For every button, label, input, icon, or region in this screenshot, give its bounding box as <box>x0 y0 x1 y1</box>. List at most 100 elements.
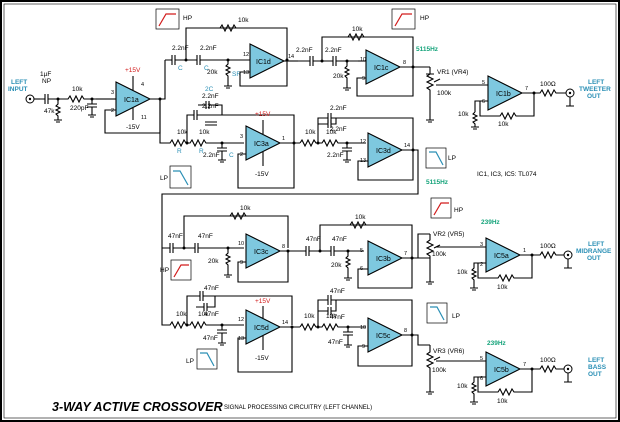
svg-text:+15V: +15V <box>255 298 271 305</box>
svg-text:OUT: OUT <box>587 255 601 262</box>
svg-text:100k: 100k <box>432 251 447 258</box>
svg-text:2: 2 <box>111 108 114 114</box>
svg-text:3: 3 <box>240 134 243 140</box>
svg-text:10k: 10k <box>176 311 187 318</box>
ic1a-vminus: -15V <box>126 124 140 131</box>
ic3b-highpass-stage: 47nF 47nF 10k 20k IC3b 5 6 7 HP 239Hz <box>290 197 501 289</box>
svg-text:47nF: 47nF <box>330 288 345 295</box>
svg-text:12: 12 <box>238 317 244 323</box>
hp-label-1: HP <box>183 15 192 22</box>
ic1c-opamp <box>365 49 402 85</box>
svg-text:11: 11 <box>141 115 147 121</box>
svg-text:2: 2 <box>240 152 243 158</box>
svg-text:8: 8 <box>404 328 407 334</box>
input-stage: LEFT INPUT 1µF NP 47k 10k 220pF IC1a 3 2… <box>8 60 166 134</box>
ic1d-opamp <box>249 43 286 79</box>
svg-text:2.2nF: 2.2nF <box>172 45 189 52</box>
svg-text:LP: LP <box>448 155 456 162</box>
svg-text:2.2nF: 2.2nF <box>325 47 342 54</box>
ic1c-highpass-stage: 2.2nF 2.2nF 10k 20k IC1c 10 9 8 HP 5115H… <box>296 8 439 97</box>
svg-text:10: 10 <box>360 325 366 331</box>
ic5d-opamp <box>245 309 282 345</box>
svg-text:HP: HP <box>420 15 429 22</box>
svg-text:10k: 10k <box>355 214 366 221</box>
svg-text:239Hz: 239Hz <box>481 219 501 226</box>
c1-value: 1µF <box>40 71 51 78</box>
diagram-title: 3-WAY ACTIVE CROSSOVER <box>52 400 223 414</box>
svg-text:20k: 20k <box>331 262 342 269</box>
ic3b-opamp <box>367 240 404 276</box>
svg-text:8: 8 <box>403 60 406 66</box>
ic1a-vplus: +15V <box>125 67 141 74</box>
bass-output-stage: VR3 (VR6) 100k IC5b 5 6 7 10k 10k 100Ω L… <box>425 345 607 405</box>
svg-text:OUT: OUT <box>587 93 601 100</box>
svg-text:20k: 20k <box>333 73 344 80</box>
svg-text:5: 5 <box>482 80 485 86</box>
svg-text:LEFT: LEFT <box>588 79 604 86</box>
ic3c-opamp <box>245 233 282 269</box>
svg-text:IC3c: IC3c <box>254 249 269 256</box>
svg-text:IC5d: IC5d <box>254 325 269 332</box>
r-10k-input: 10k <box>72 86 83 93</box>
svg-text:100Ω: 100Ω <box>540 243 556 250</box>
svg-text:LP: LP <box>160 175 168 182</box>
ic5b-opamp <box>485 351 522 387</box>
svg-text:47nF: 47nF <box>204 285 219 292</box>
svg-text:10k: 10k <box>352 26 363 33</box>
svg-text:2.2nF: 2.2nF <box>327 152 344 159</box>
svg-text:13: 13 <box>243 70 249 76</box>
svg-text:OUT: OUT <box>588 371 602 378</box>
vr3-label: VR3 (VR6) <box>433 348 464 355</box>
svg-text:10k: 10k <box>305 129 316 136</box>
svg-text:5: 5 <box>480 356 483 362</box>
ic1b-opamp <box>487 75 524 111</box>
svg-text:4: 4 <box>141 82 144 88</box>
svg-text:LP: LP <box>186 358 194 365</box>
svg-text:IC5c: IC5c <box>376 333 391 340</box>
svg-text:3: 3 <box>480 242 483 248</box>
svg-text:10k: 10k <box>497 398 508 405</box>
svg-text:10k: 10k <box>199 129 210 136</box>
svg-text:20k: 20k <box>208 258 219 265</box>
svg-text:47nF: 47nF <box>203 335 218 342</box>
svg-text:IC3a: IC3a <box>254 141 269 148</box>
svg-text:6: 6 <box>482 99 485 105</box>
svg-text:R: R <box>177 148 182 155</box>
ic5a-opamp <box>485 237 522 273</box>
svg-text:2.2nF: 2.2nF <box>200 45 217 52</box>
ic3a-opamp <box>245 125 282 161</box>
svg-text:5: 5 <box>360 248 363 254</box>
svg-text:9: 9 <box>240 260 243 266</box>
svg-text:10k: 10k <box>177 129 188 136</box>
lp-badge-3 <box>196 348 218 370</box>
svg-text:TWEETER: TWEETER <box>579 86 611 93</box>
svg-text:12: 12 <box>360 139 366 145</box>
ic3d-lowpass-stage: 10k 10k 2.2nF 2.2nF 2.2nF IC3d 12 13 14 … <box>161 105 537 248</box>
svg-text:1: 1 <box>523 248 526 254</box>
svg-text:10: 10 <box>360 57 366 63</box>
svg-text:100k: 100k <box>437 90 452 97</box>
svg-text:9: 9 <box>362 76 365 82</box>
svg-text:2: 2 <box>480 262 483 268</box>
svg-text:MIDRANGE: MIDRANGE <box>576 248 612 255</box>
svg-text:10k: 10k <box>326 129 337 136</box>
left-input-label-1: LEFT <box>11 79 27 86</box>
midrange-output-stage: VR2 (VR5) 100k IC5a 3 2 1 10k 10k 100Ω L… <box>417 231 612 291</box>
vr2-label: VR2 (VR5) <box>433 231 464 238</box>
ic3a-lowpass-stage: 10k R 10k R 2C 2.2nF 2.2nF 2.2nF C IC3a … <box>159 86 300 189</box>
svg-text:+15V: +15V <box>255 111 271 118</box>
svg-text:47nF: 47nF <box>306 236 321 243</box>
ic3c-highpass-stage: 47nF 47nF 10k 20k IC3c 10 9 8 HP <box>160 205 300 283</box>
svg-text:C: C <box>229 152 234 159</box>
svg-text:SR: SR <box>232 71 241 78</box>
svg-text:IC3d: IC3d <box>376 148 391 155</box>
svg-text:10k: 10k <box>326 313 337 320</box>
svg-text:IC5b: IC5b <box>494 367 509 374</box>
left-input-label-2: INPUT <box>8 86 28 93</box>
svg-text:7: 7 <box>525 86 528 92</box>
ic1a-opamp <box>115 81 152 117</box>
svg-text:10k: 10k <box>497 284 508 291</box>
svg-text:IC5a: IC5a <box>494 253 509 260</box>
